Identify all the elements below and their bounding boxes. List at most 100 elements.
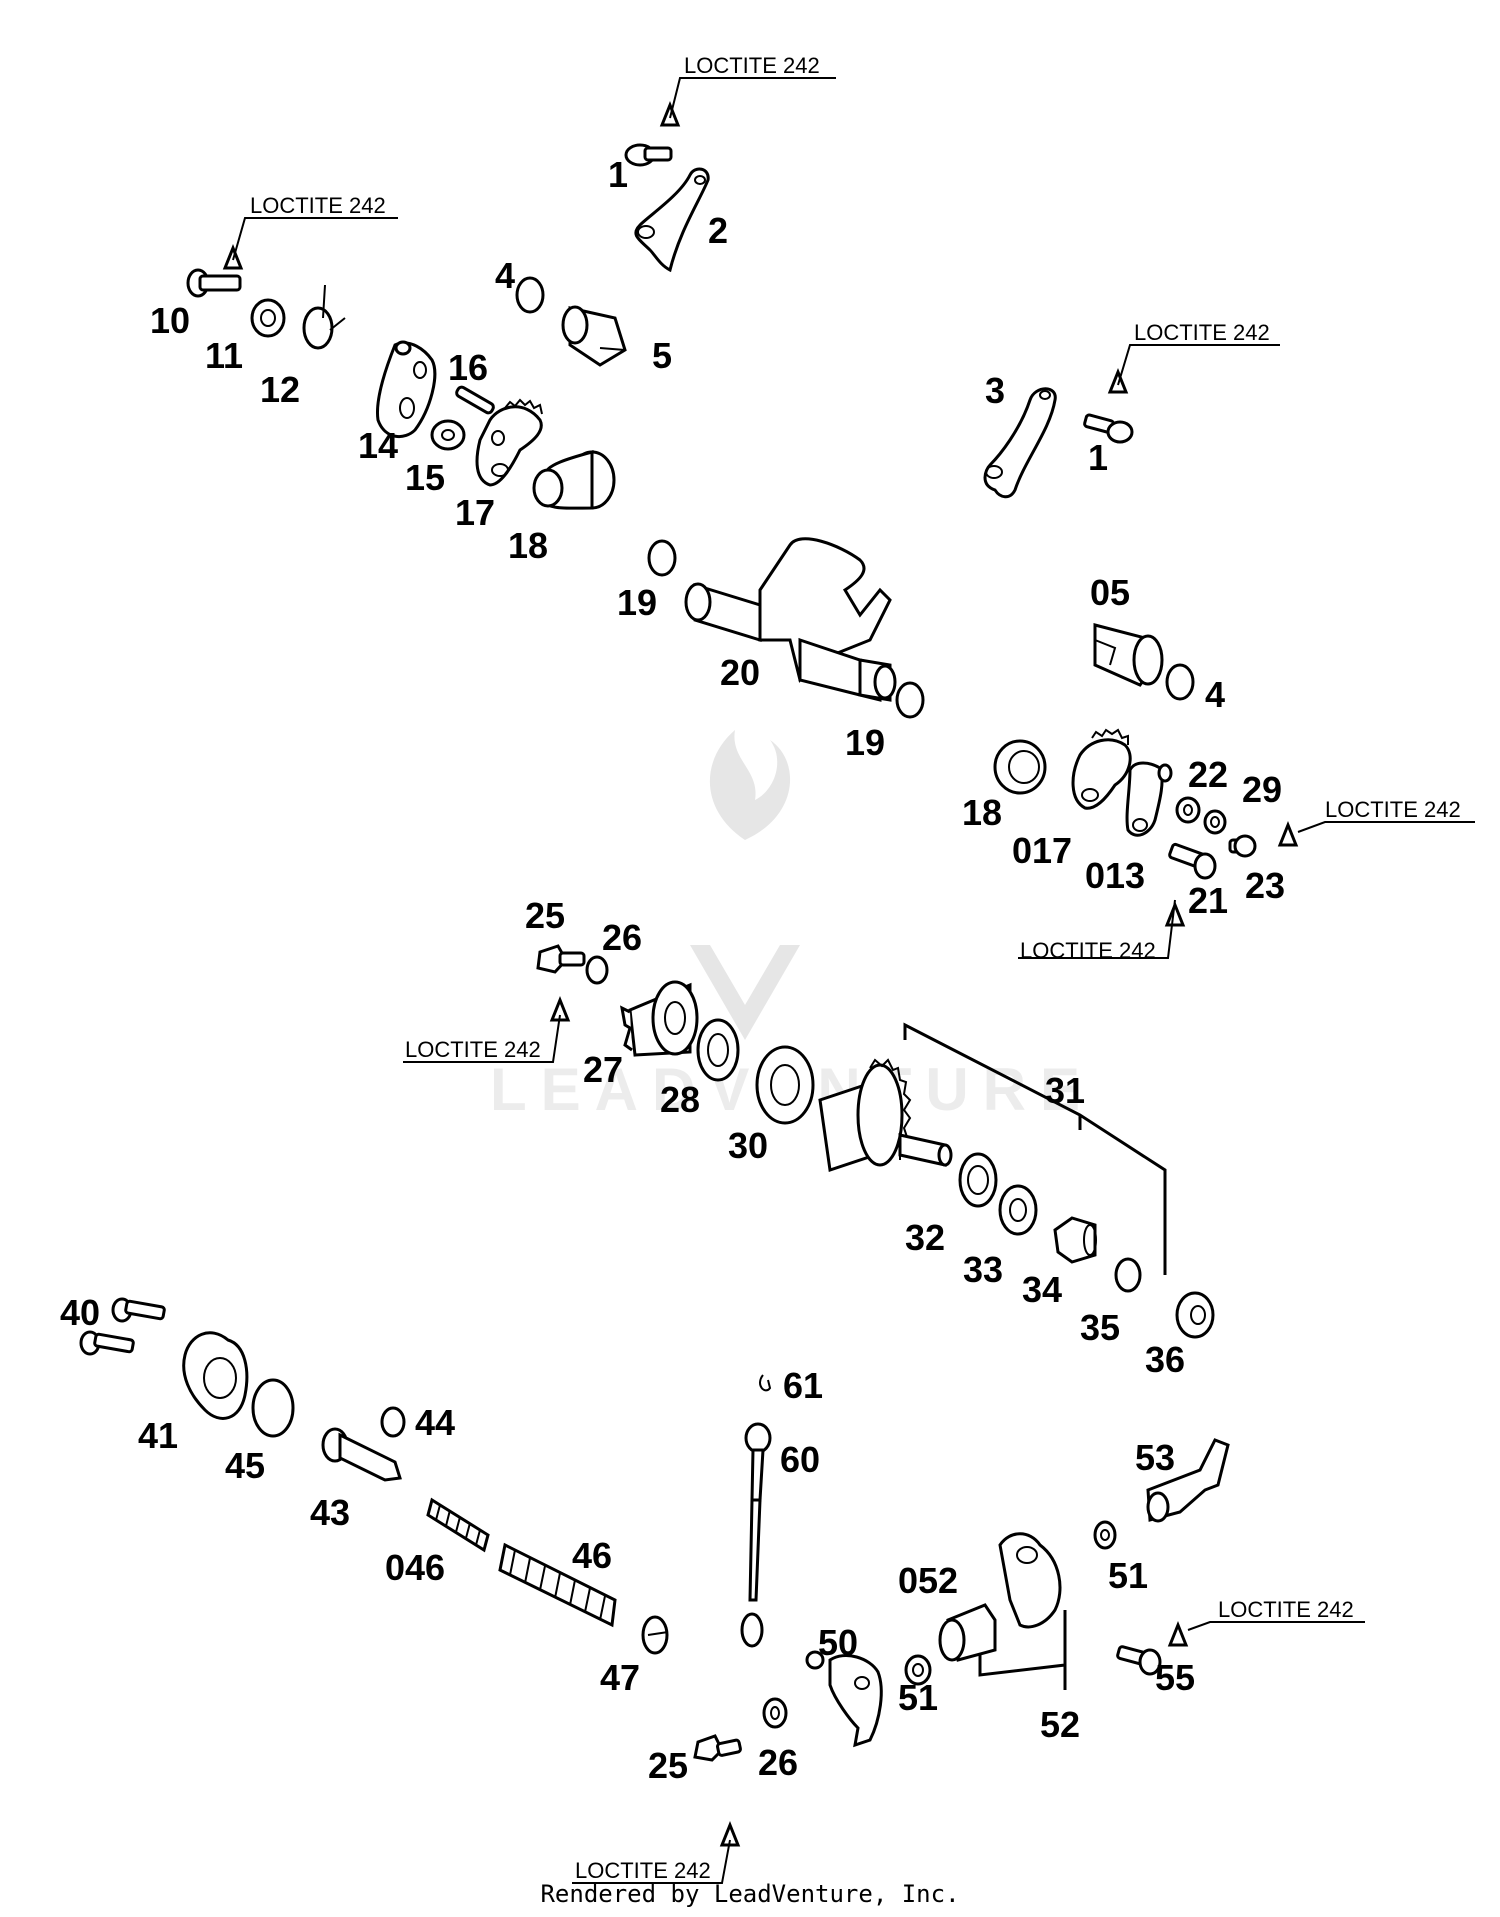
- segment-17: [475, 398, 543, 487]
- lever-013: [1125, 761, 1173, 837]
- bearing-28: [696, 1018, 740, 1082]
- part-label-30: 30: [728, 1125, 768, 1166]
- loctite-label: LOCTITE 242: [1218, 1597, 1354, 1622]
- part-label-5: 5: [652, 335, 672, 376]
- part-label-52: 52: [1040, 1704, 1080, 1745]
- bolt-10: [186, 268, 242, 298]
- spring-washer-32: [958, 1152, 998, 1208]
- part-label-47: 47: [600, 1657, 640, 1698]
- part-label-28: 28: [660, 1079, 700, 1120]
- washer-15: [430, 419, 466, 451]
- screw-23: [1228, 834, 1257, 858]
- bushing-11: [250, 298, 286, 338]
- part-label-1: 1: [1088, 437, 1108, 478]
- o-ring-4-right: [1165, 663, 1195, 701]
- loctite-callout-left: LOCTITE 242: [222, 193, 398, 270]
- part-label-017: 017: [1012, 830, 1072, 871]
- bolt-25-bottom: [693, 1734, 742, 1762]
- segment-017: [1071, 728, 1132, 810]
- part-label-19: 19: [845, 722, 885, 763]
- loctite-label: LOCTITE 242: [575, 1858, 711, 1883]
- part-label-18: 18: [962, 792, 1002, 833]
- part-label-53: 53: [1135, 1437, 1175, 1478]
- o-ring-4-top: [515, 276, 545, 314]
- washer-33: [998, 1184, 1038, 1236]
- loctite-label: LOCTITE 242: [1134, 320, 1270, 345]
- spring-12: [302, 284, 346, 350]
- bolt-21: [1168, 842, 1217, 880]
- loctite-callout-25-top: LOCTITE 242: [403, 995, 571, 1063]
- part-label-11: 11: [205, 335, 243, 376]
- part-label-2: 2: [708, 210, 728, 251]
- loctite-callout-top: LOCTITE 242: [659, 53, 836, 127]
- screw-55: [1116, 1645, 1162, 1676]
- circlip-35: [1114, 1257, 1142, 1293]
- part-label-55: 55: [1155, 1657, 1195, 1698]
- part-label-26: 26: [602, 917, 642, 958]
- part-label-3: 3: [985, 370, 1005, 411]
- bushing-18-left: [532, 450, 616, 510]
- part-label-20: 20: [720, 652, 760, 693]
- bushing-34: [1053, 1216, 1097, 1264]
- o-ring-19-left: [647, 539, 677, 577]
- part-label-21: 21: [1188, 880, 1228, 921]
- kick-shaft-gear: [818, 1058, 953, 1172]
- part-label-43: 43: [310, 1492, 350, 1533]
- washer-26-top: [585, 955, 609, 985]
- loctite-label: LOCTITE 242: [684, 53, 820, 78]
- bolt-25-top: [536, 944, 586, 974]
- part-label-36: 36: [1145, 1339, 1185, 1380]
- spring-46: [498, 1542, 617, 1628]
- part-label-25: 25: [525, 895, 565, 936]
- housing-52: [978, 1532, 1067, 1690]
- lever-50: [805, 1650, 883, 1748]
- shift-lever-53: [1146, 1438, 1230, 1523]
- footer-credit: Rendered by LeadVenture, Inc.: [540, 1880, 960, 1908]
- loctite-callout-25-bottom: LOCTITE 242: [572, 1820, 741, 1884]
- washer-51-left: [904, 1654, 932, 1686]
- loctite-callout-23: LOCTITE 242: [1277, 797, 1475, 847]
- part-label-33: 33: [963, 1249, 1003, 1290]
- loctite-callout-55: LOCTITE 242: [1167, 1597, 1365, 1647]
- lever-14: [375, 340, 437, 439]
- washer-29: [1203, 809, 1227, 835]
- part-label-4: 4: [495, 255, 515, 296]
- part-label-29: 29: [1242, 769, 1282, 810]
- part-label-34: 34: [1022, 1269, 1062, 1310]
- part-label-40: 40: [60, 1292, 100, 1333]
- bolt-40-a: [111, 1297, 166, 1323]
- part-label-23: 23: [1245, 865, 1285, 906]
- loctite-label: LOCTITE 242: [1020, 938, 1156, 963]
- sleeve-5: [561, 305, 627, 367]
- shift-arm-2: [634, 167, 710, 273]
- part-label-046: 046: [385, 1547, 445, 1588]
- part-label-12: 12: [260, 369, 300, 410]
- screw-1-top: [624, 143, 673, 167]
- cover-41: [182, 1331, 249, 1420]
- screw-1-right: [1083, 413, 1134, 444]
- loctite-callout-21: LOCTITE 242: [1018, 899, 1186, 963]
- part-label-60: 60: [780, 1439, 820, 1480]
- part-label-51: 51: [898, 1677, 938, 1718]
- part-label-51: 51: [1108, 1555, 1148, 1596]
- part-label-32: 32: [905, 1217, 945, 1258]
- part-label-17: 17: [455, 492, 495, 533]
- shift-shaft-20: [684, 537, 897, 702]
- loctite-label: LOCTITE 242: [1325, 797, 1461, 822]
- part-label-27: 27: [583, 1049, 623, 1090]
- spring-046: [426, 1497, 490, 1553]
- part-label-46: 46: [572, 1535, 612, 1576]
- rod-60: [740, 1422, 772, 1648]
- o-ring-44: [380, 1406, 406, 1438]
- part-label-31: 31: [1045, 1070, 1085, 1111]
- part-label-25: 25: [648, 1745, 688, 1786]
- part-label-05: 05: [1090, 572, 1130, 613]
- part-label-052: 052: [898, 1560, 958, 1601]
- part-label-18: 18: [508, 525, 548, 566]
- loctite-label: LOCTITE 242: [250, 193, 386, 218]
- o-ring-45: [251, 1378, 295, 1438]
- part-label-22: 22: [1188, 754, 1228, 795]
- part-label-15: 15: [405, 457, 445, 498]
- shift-arm-3: [983, 387, 1057, 499]
